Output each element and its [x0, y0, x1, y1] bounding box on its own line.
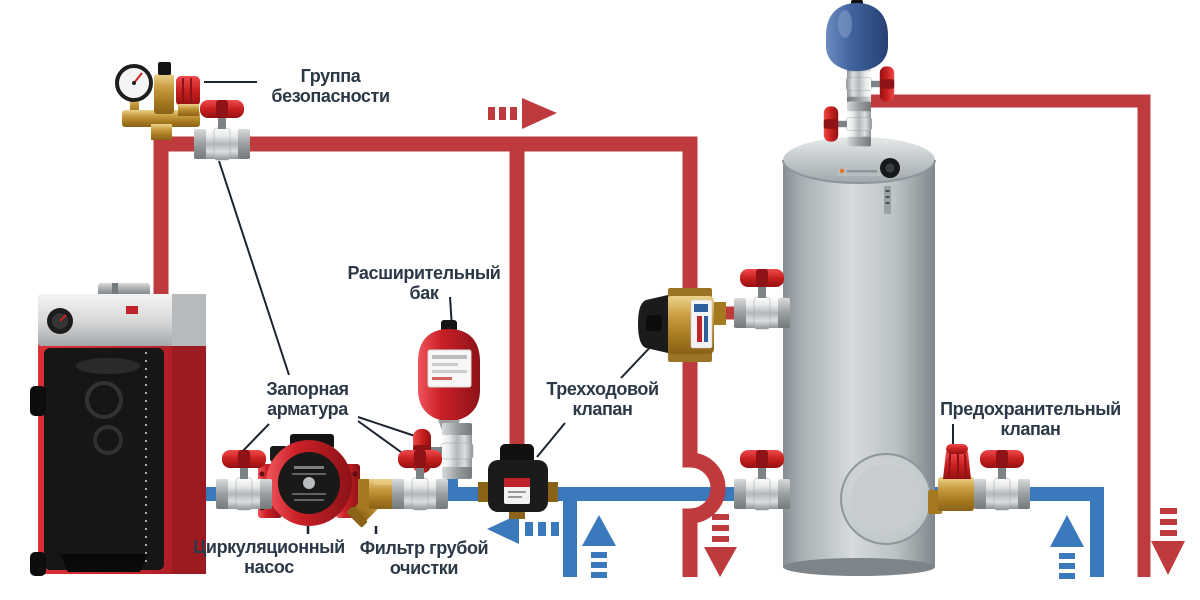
three-way-thermic-valve: [638, 288, 726, 362]
flow-arrow-supply-right-icon: [488, 98, 557, 129]
label-safety-group: Группа безопасности: [271, 66, 390, 106]
label-relief-valve: Предохранительный клапан: [940, 399, 1121, 439]
solid-fuel-boiler: [30, 283, 206, 576]
flow-arrow-down-mid-icon: [704, 514, 737, 577]
label-circulation-pump: Циркуляционный насос: [193, 537, 345, 577]
storage-water-heater-tank: [782, 137, 936, 576]
safety-group-assembly: [115, 62, 200, 140]
label-shutoff-valves: Запорная арматура: [266, 379, 349, 419]
label-coarse-filter: Фильтр грубой очистки: [359, 538, 489, 578]
pressure-relief-valve: [928, 444, 974, 514]
hot-pipes: [153, 94, 1151, 577]
circulation-pump: [258, 434, 360, 526]
dhw-expansion-vessel-assembly: [823, 0, 895, 147]
flow-arrow-up-mid-icon: [582, 515, 616, 578]
label-expansion-tank: Расширительный бак: [347, 263, 501, 303]
label-three-way-valve: Трехходовой клапан: [546, 379, 659, 419]
three-way-mixing-valve: [478, 444, 558, 519]
flow-arrow-down-right-icon: [1151, 508, 1185, 575]
flow-arrow-up-right-icon: [1050, 515, 1084, 579]
expansion-tank: [418, 320, 480, 430]
flow-arrow-return-left-icon: [487, 514, 559, 544]
